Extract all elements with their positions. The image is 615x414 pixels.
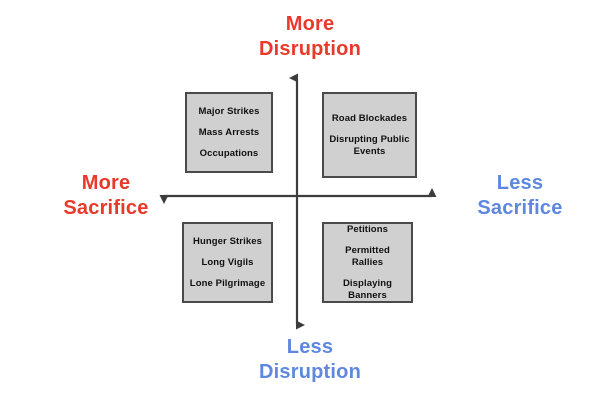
- quadrant-box-top-right: Road Blockades Disrupting Public Events: [322, 92, 417, 178]
- axis-label-less-sacrifice: Less Sacrifice: [477, 172, 563, 219]
- quadrant-item: Long Vigils: [201, 256, 254, 268]
- quadrant-item: Permitted Rallies: [345, 244, 390, 268]
- quadrant-item: Disrupting Public Events: [329, 133, 410, 157]
- axis-label-less-disruption: Less Disruption: [259, 336, 361, 383]
- quadrant-item: Road Blockades: [331, 112, 408, 124]
- quadrant-box-bottom-left: Hunger Strikes Long Vigils Lone Pilgrima…: [182, 222, 273, 303]
- quadrant-item: Hunger Strikes: [193, 235, 262, 247]
- quadrant-box-bottom-right: Petitions Permitted Rallies Displaying B…: [322, 222, 413, 303]
- quadrant-item: Major Strikes: [198, 105, 260, 117]
- quadrant-item: Lone Pilgrimage: [189, 277, 266, 289]
- axis-label-more-sacrifice: More Sacrifice: [63, 172, 149, 219]
- quadrant-item: Mass Arrests: [198, 126, 260, 138]
- axis-label-more-disruption: More Disruption: [259, 13, 361, 60]
- quadrant-item: Petitions: [346, 223, 388, 235]
- quadrant-item: Displaying Banners: [342, 277, 393, 301]
- quadrant-item: Occupations: [199, 147, 259, 159]
- quadrant-box-top-left: Major Strikes Mass Arrests Occupations: [185, 92, 273, 173]
